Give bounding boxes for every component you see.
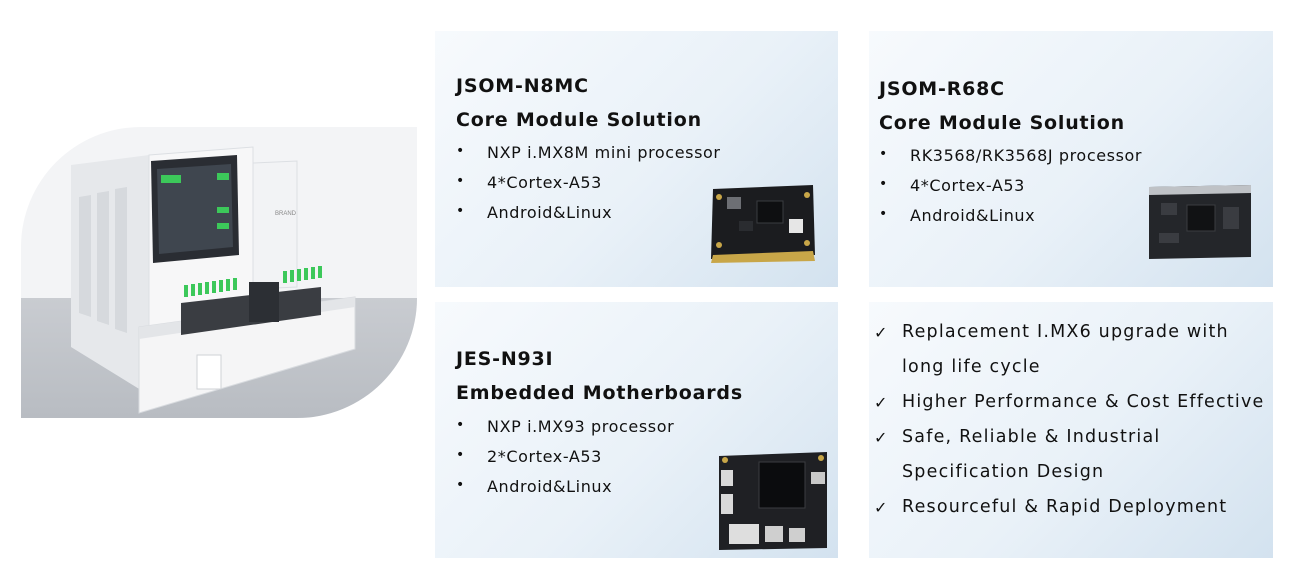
feature-item: ✓ Higher Performance & Cost Effective [874, 385, 1272, 420]
feature-item: ✓ Resourceful & Rapid Deployment [874, 490, 1272, 525]
product-card-jsom-r68c: JSOM-R68C Core Module Solution RK3568/RK… [869, 31, 1273, 287]
feature-item: ✓ Safe, Reliable & Industrial Specificat… [874, 420, 1272, 490]
product-card-jsom-n8mc: JSOM-N8MC Core Module Solution NXP i.MX8… [435, 31, 838, 287]
card-model-title: JSOM-N8MC [456, 75, 589, 97]
device-brand-label: BRAND [275, 211, 297, 217]
feature-checklist: ✓ Replacement I.MX6 upgrade with long li… [874, 315, 1272, 525]
product-card-jes-n93i: JES-N93I Embedded Motherboards NXP i.MX9… [435, 302, 838, 558]
spec-list: RK3568/RK3568J processor 4*Cortex-A53 An… [879, 146, 1142, 236]
feature-text: Safe, Reliable & Industrial Specificatio… [902, 427, 1161, 482]
spec-item: RK3568/RK3568J processor [879, 146, 1142, 176]
checkmark-icon: ✓ [874, 393, 889, 412]
feature-item: ✓ Replacement I.MX6 upgrade with long li… [874, 315, 1272, 385]
spec-list: NXP i.MX8M mini processor 4*Cortex-A53 A… [456, 143, 721, 233]
card-subtitle: Core Module Solution [456, 109, 702, 131]
feature-text: Replacement I.MX6 upgrade with long life… [902, 322, 1229, 377]
feature-list-card: ✓ Replacement I.MX6 upgrade with long li… [869, 302, 1273, 558]
spec-item: NXP i.MX93 processor [456, 417, 674, 447]
card-subtitle: Core Module Solution [879, 112, 1125, 134]
spec-item: Android&Linux [879, 206, 1142, 236]
checkmark-icon: ✓ [874, 498, 889, 517]
spec-item: NXP i.MX8M mini processor [456, 143, 721, 173]
card-model-title: JES-N93I [456, 348, 554, 370]
spec-item: Android&Linux [456, 203, 721, 233]
checkmark-icon: ✓ [874, 428, 889, 447]
som-board-image [1149, 185, 1251, 259]
card-model-title: JSOM-R68C [879, 78, 1005, 100]
spec-item: 4*Cortex-A53 [879, 176, 1142, 206]
feature-text: Resourceful & Rapid Deployment [902, 497, 1228, 517]
card-subtitle: Embedded Motherboards [456, 382, 743, 404]
product-hero-image: BRAND [21, 127, 417, 418]
motherboard-image [719, 452, 827, 550]
spec-item: 4*Cortex-A53 [456, 173, 721, 203]
feature-text: Higher Performance & Cost Effective [902, 392, 1265, 412]
spec-item: 2*Cortex-A53 [456, 447, 674, 477]
spec-list: NXP i.MX93 processor 2*Cortex-A53 Androi… [456, 417, 674, 507]
analyzer-device-illustration: BRAND [71, 146, 356, 414]
checkmark-icon: ✓ [874, 323, 889, 342]
spec-item: Android&Linux [456, 477, 674, 507]
som-board-image [711, 185, 815, 263]
